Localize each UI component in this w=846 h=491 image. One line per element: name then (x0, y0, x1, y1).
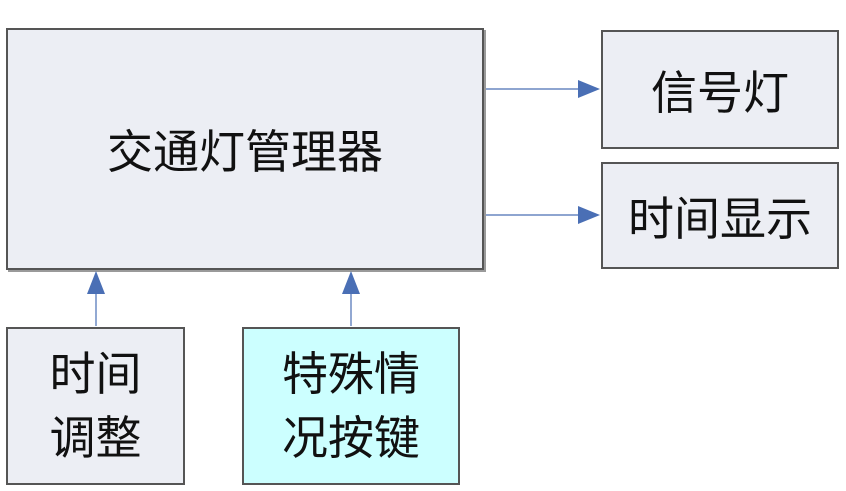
signal-light-node: 信号灯 (601, 30, 839, 149)
traffic-light-manager-node: 交通灯管理器 (6, 28, 484, 270)
special-key-node: 特殊情 况按键 (242, 327, 460, 485)
signal-light-label: 信号灯 (651, 65, 789, 120)
manager-label: 交通灯管理器 (107, 125, 383, 179)
time-display-node: 时间显示 (601, 162, 839, 269)
arrow-special-key-to-manager (342, 271, 360, 326)
arrow-manager-to-signal (486, 80, 600, 98)
time-adjust-label: 时间 调整 (49, 346, 142, 465)
arrow-time-adjust-to-manager (87, 271, 105, 326)
time-adjust-node: 时间 调整 (6, 327, 185, 485)
arrow-manager-to-display (486, 206, 600, 224)
special-key-label: 特殊情 况按键 (282, 346, 420, 465)
time-display-label: 时间显示 (628, 191, 812, 246)
